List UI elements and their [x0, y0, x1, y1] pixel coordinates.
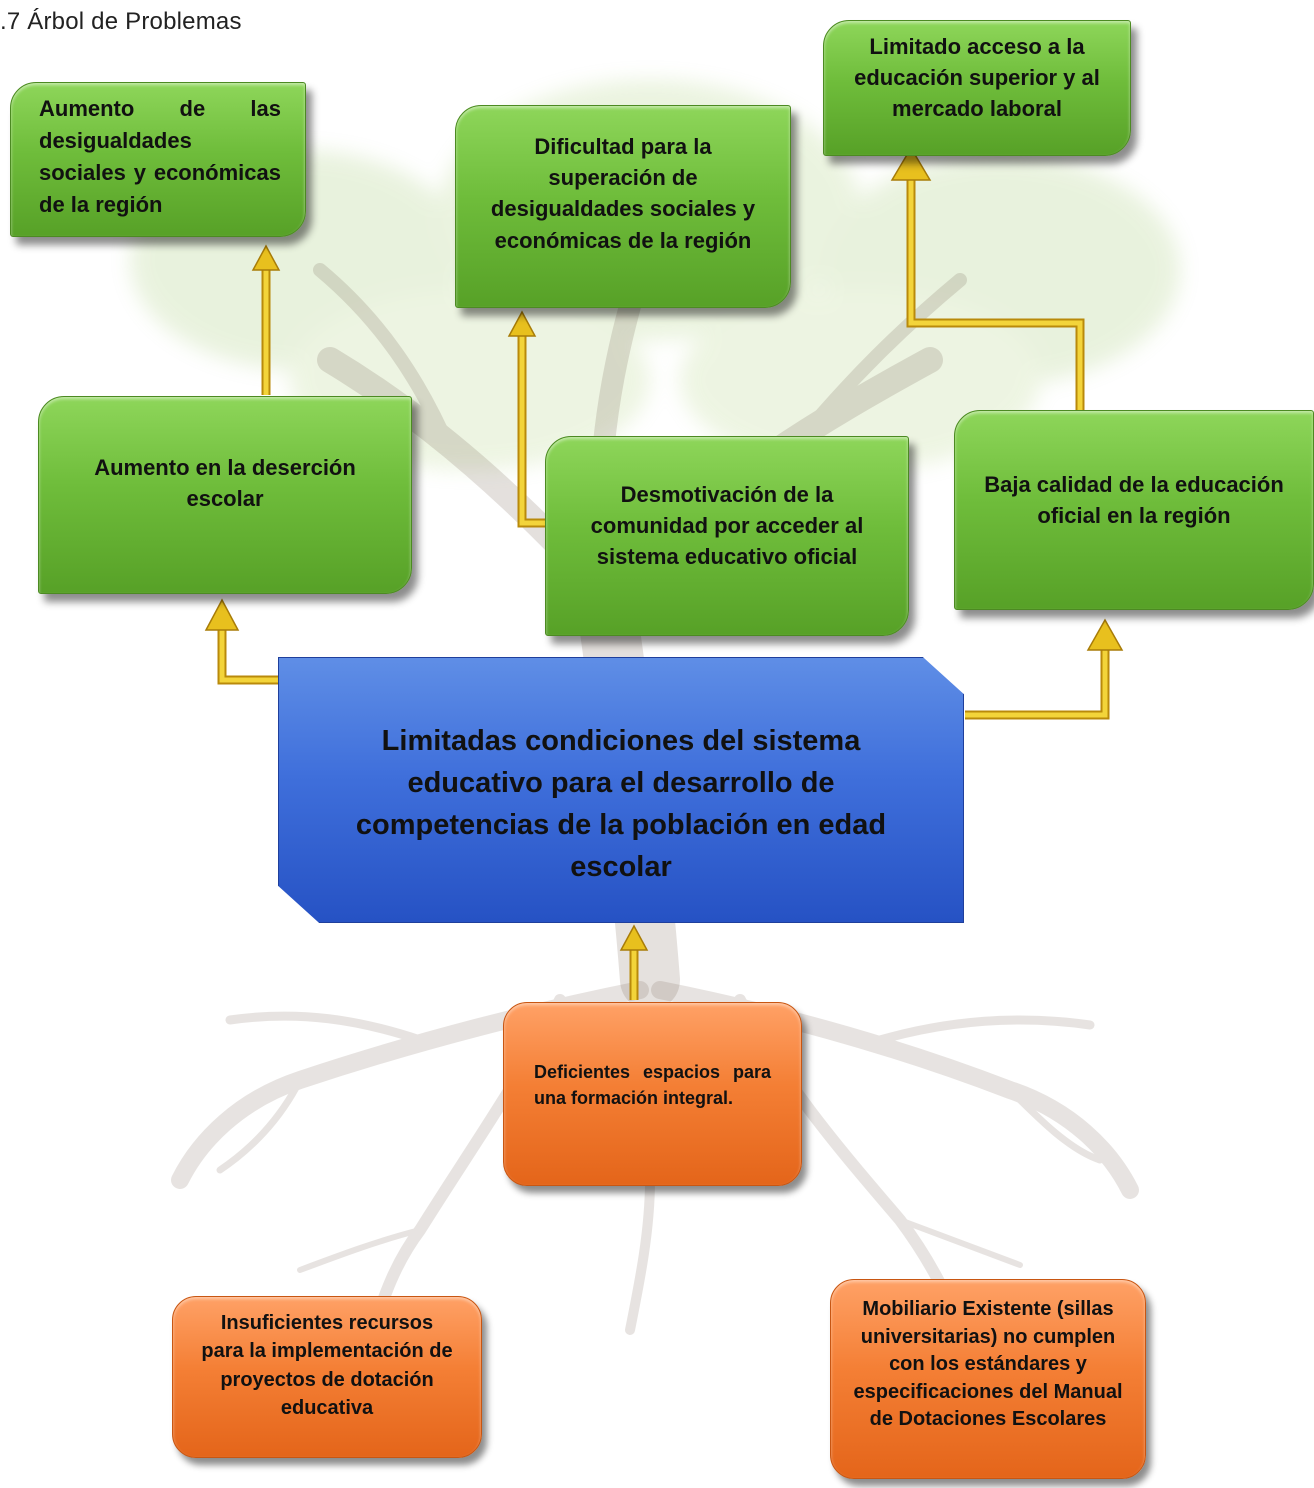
effect-box-direct-right: Baja calidad de la educación oficial en … — [954, 410, 1314, 610]
effect-text-top-center: Dificultad para la superación de desigua… — [490, 134, 756, 253]
effect-box-top-center: Dificultad para la superación de desigua… — [455, 105, 791, 308]
cause-text-left: Insuficientes recursos para la implement… — [201, 1312, 453, 1420]
arrow-head-1 — [251, 244, 281, 271]
central-problem-text: Limitadas condiciones del sistema educat… — [355, 725, 887, 884]
arrow-head-3 — [890, 146, 932, 181]
cause-text-direct: Deficientes espacios para una formación … — [534, 1062, 771, 1109]
effect-box-top-right: Limitado acceso a la educación superior … — [823, 20, 1131, 156]
effect-box-direct-center: Desmotivación de la comunidad por accede… — [545, 436, 909, 636]
arrow-head-4 — [204, 598, 240, 631]
cause-box-right: Mobiliario Existente (sillas universitar… — [830, 1279, 1146, 1479]
effect-box-direct-left: Aumento en la deserción escolar — [38, 396, 412, 594]
cause-box-direct: Deficientes espacios para una formación … — [503, 1002, 802, 1186]
effect-text-direct-center: Desmotivación de la comunidad por accede… — [590, 482, 864, 570]
arrow-heads — [204, 146, 1124, 951]
effect-text-direct-left: Aumento en la deserción escolar — [94, 455, 356, 512]
central-problem-box: Limitadas condiciones del sistema educat… — [278, 657, 964, 923]
arrow-head-2 — [507, 310, 537, 337]
effect-text-direct-right: Baja calidad de la educación oficial en … — [984, 472, 1284, 529]
effect-text-top-right: Limitado acceso a la educación superior … — [854, 34, 1100, 122]
cause-box-left: Insuficientes recursos para la implement… — [172, 1296, 482, 1458]
section-heading: .7 Árbol de Problemas — [0, 8, 242, 35]
effect-text-top-left: Aumento de las desigualdades sociales y … — [39, 96, 281, 217]
arrow-head-6 — [619, 924, 649, 951]
arrow-head-5 — [1086, 618, 1124, 651]
effect-box-top-left: Aumento de las desigualdades sociales y … — [10, 82, 306, 237]
cause-text-right: Mobiliario Existente (sillas universitar… — [853, 1298, 1123, 1431]
